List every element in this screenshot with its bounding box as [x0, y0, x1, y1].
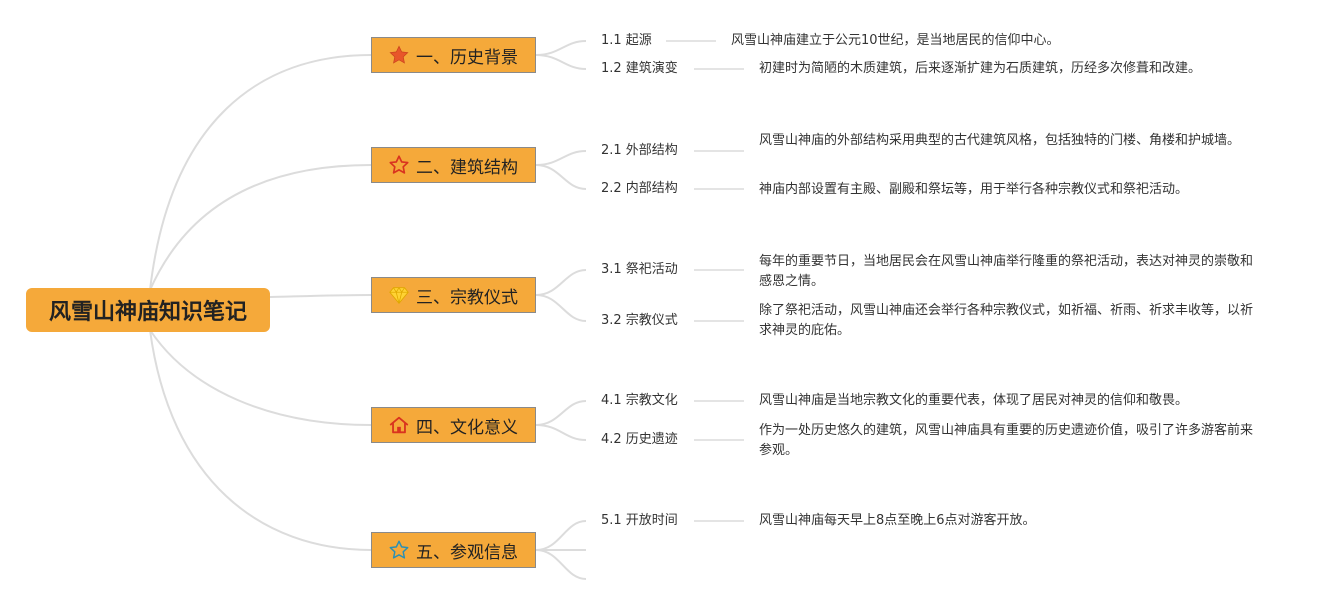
root-node[interactable]: 风雪山神庙知识笔记: [26, 288, 270, 332]
detail-text: 风雪山神庙的外部结构采用典型的古代建筑风格，包括独特的门楼、角楼和护城墙。: [759, 133, 1241, 148]
detail-text: 除了祭祀活动，风雪山神庙还会举行各种宗教仪式，如祈福、祈雨、祈求丰收等，以祈求神…: [759, 303, 1254, 338]
link-root-topic-3: [269, 294, 372, 298]
link-root-topic-2: [149, 164, 372, 291]
subtopic-node[interactable]: 4.1 宗教文化: [601, 393, 678, 408]
topic-label: 五、参观信息: [416, 542, 518, 563]
house-icon: [388, 414, 410, 436]
detail-text: 风雪山神庙每天早上8点至晚上6点对游客开放。: [759, 513, 1036, 528]
detail-text: 作为一处历史悠久的建筑，风雪山神庙具有重要的历史遗迹价值，吸引了许多游客前来参观…: [759, 423, 1254, 458]
detail-text: 每年的重要节日，当地居民会在风雪山神庙举行隆重的祭祀活动，表达对神灵的崇敬和感恩…: [759, 254, 1254, 289]
topic-node-history[interactable]: 一、历史背景: [371, 37, 536, 73]
star-filled-icon: [388, 44, 410, 66]
subtopic-node[interactable]: 1.2 建筑演变: [601, 61, 678, 76]
detail-text: 风雪山神庙是当地宗教文化的重要代表，体现了居民对神灵的信仰和敬畏。: [759, 393, 1189, 408]
detail-text: 风雪山神庙建立于公元10世纪，是当地居民的信仰中心。: [731, 33, 1060, 48]
topic-node-culture[interactable]: 四、文化意义: [371, 407, 536, 443]
subtopic-node[interactable]: 3.2 宗教仪式: [601, 313, 678, 328]
subtopic-node[interactable]: 5.1 开放时间: [601, 513, 678, 528]
topic-node-rituals[interactable]: 三、宗教仪式: [371, 277, 536, 313]
link-root-topic-1: [149, 54, 372, 291]
link-root-topic-5: [149, 329, 372, 551]
link-root-topic-4: [149, 329, 372, 426]
subtopic-node[interactable]: 2.1 外部结构: [601, 143, 678, 158]
subtopic-node[interactable]: 4.2 历史遗迹: [601, 432, 678, 447]
topic-label: 四、文化意义: [416, 417, 518, 438]
topic-node-visit-info[interactable]: 五、参观信息: [371, 532, 536, 568]
detail-text: 初建时为简陋的木质建筑，后来逐渐扩建为石质建筑，历经多次修葺和改建。: [759, 61, 1202, 76]
gem-icon: [388, 284, 410, 306]
topic-label: 二、建筑结构: [416, 157, 518, 178]
subtopic-node[interactable]: 1.1 起源: [601, 33, 652, 48]
subtopic-node[interactable]: 2.2 内部结构: [601, 181, 678, 196]
root-title: 风雪山神庙知识笔记: [48, 300, 247, 325]
topic-label: 三、宗教仪式: [416, 287, 518, 308]
topic-node-architecture[interactable]: 二、建筑结构: [371, 147, 536, 183]
subtopic-node[interactable]: 3.1 祭祀活动: [601, 262, 678, 277]
topic-label: 一、历史背景: [416, 47, 518, 68]
star-outline-blue-icon: [388, 539, 410, 561]
detail-text: 神庙内部设置有主殿、副殿和祭坛等，用于举行各种宗教仪式和祭祀活动。: [759, 182, 1189, 197]
star-outline-icon: [388, 154, 410, 176]
